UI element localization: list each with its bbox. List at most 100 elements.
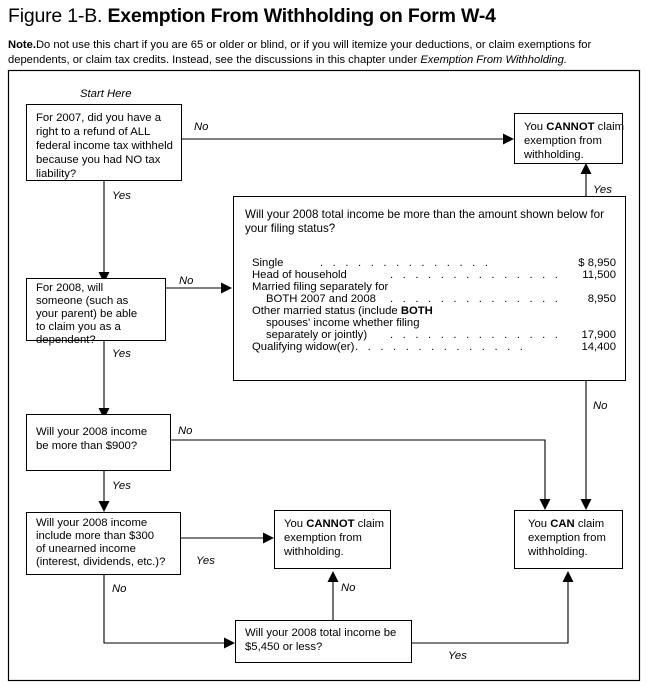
arrow-table-yes xyxy=(580,163,592,174)
arrow-table-no xyxy=(580,499,592,510)
q5-line-1: Will your 2008 total income be xyxy=(245,627,396,639)
edge-label-q4-no: No xyxy=(112,583,126,595)
table-row-amount-hoh: 11,500 xyxy=(582,269,616,281)
table-row-label-single: Single xyxy=(252,257,283,269)
table-row-label-other-married: Other married status (include BOTH xyxy=(252,305,433,317)
table-row-label-mfs: Married filing separately for xyxy=(252,281,388,293)
table-row-label-both-years: BOTH 2007 and 2008 xyxy=(266,293,376,305)
node-income-table[interactable] xyxy=(233,196,626,381)
table-row-amount-single: $ 8,950 xyxy=(578,257,616,269)
table-row-label-sep-joint: separately or jointly) xyxy=(266,329,367,341)
table-question-line-1: Will your 2008 total income be more than… xyxy=(245,208,604,221)
edge-label-q5-yes: Yes xyxy=(448,650,467,662)
node-can[interactable] xyxy=(514,510,623,569)
q4-line-4: (interest, dividends, etc.)? xyxy=(36,556,165,568)
cannot-bottom-you: You xyxy=(284,518,306,530)
start-here-label: Start Here xyxy=(80,88,131,100)
q2-line-5: dependent? xyxy=(36,334,96,346)
arrow-q4-no xyxy=(224,637,235,649)
cannot-top-line-2: exemption from xyxy=(524,135,602,147)
arrow-q3-no xyxy=(539,499,551,510)
edge-label-q3-yes: Yes xyxy=(112,480,131,492)
note-body: Do not use this chart if you are 65 or o… xyxy=(8,39,592,66)
arrow-q2-yes xyxy=(98,408,110,419)
cannot-bottom-line-2: exemption from xyxy=(284,532,362,544)
q2-line-1: For 2008, will xyxy=(36,282,103,294)
q1-line-3: federal income tax withheld xyxy=(36,140,173,152)
q4-line-1: Will your 2008 income xyxy=(36,517,147,529)
node-q1[interactable] xyxy=(26,104,182,181)
q1-line-2: right to a refund of ALL xyxy=(36,126,150,138)
figure-title: Exemption From Withholding on Form W-4 xyxy=(107,5,496,27)
table-row-amount-both-years: 8,950 xyxy=(588,293,616,305)
edge-label-q4-yes: Yes xyxy=(196,555,215,567)
node-q5[interactable] xyxy=(235,620,412,663)
table-row-dots-hoh: . . . . . . . . . . . . . . xyxy=(390,269,561,281)
cannot-top-claim: claim xyxy=(595,121,625,133)
table-row-amount-sep-joint: 17,900 xyxy=(581,329,616,341)
cannot-top-line-1: You CANNOT claim xyxy=(524,121,624,133)
q2-line-2: someone (such as xyxy=(36,295,129,307)
q2-line-4: to claim you as a xyxy=(36,321,121,333)
page-title: Figure 1-B. Exemption From Withholding o… xyxy=(8,4,496,28)
table-row-dots-widower: . . . . . . . . . . . . . . xyxy=(355,341,526,353)
q5-line-2: $5,450 or less? xyxy=(245,641,322,653)
cannot-top-you: You xyxy=(524,121,546,133)
can-emph: CAN xyxy=(550,518,574,530)
table-row-amount-widower: 14,400 xyxy=(581,341,616,353)
node-q3[interactable] xyxy=(26,414,171,471)
q1-line-4: because you had NO tax xyxy=(36,154,161,166)
note-reference: Exemption From Withholding. xyxy=(420,53,567,66)
node-q4[interactable] xyxy=(26,512,181,575)
arrow-q5-yes xyxy=(562,571,574,582)
q4-line-2: include more than $300 xyxy=(36,530,154,542)
cannot-top-emph: CANNOT xyxy=(546,121,594,133)
note-label: Note. xyxy=(8,39,36,51)
table-row-dots-sep-joint: . . . . . . . . . . . . . . xyxy=(390,329,561,341)
cannot-top-line-3: withholding. xyxy=(523,149,584,161)
edge-q5-yes xyxy=(412,577,569,644)
cannot-bottom-line-1: You CANNOT claim xyxy=(284,518,384,530)
figure-label: Figure 1-B. xyxy=(8,5,103,27)
other-married-text: Other married status (include xyxy=(252,305,401,317)
edge-label-q1-no: No xyxy=(194,121,208,133)
can-you: You xyxy=(528,518,550,530)
q2-line-3: your parent) be able xyxy=(36,308,137,320)
arrow-q1-no xyxy=(503,133,514,145)
edge-q3-no xyxy=(171,439,546,504)
table-row-label-widower: Qualifying widow(er) xyxy=(252,341,355,353)
edge-label-q1-yes: Yes xyxy=(112,190,131,202)
table-row-dots-single: . . . . . . . . . . . . . . xyxy=(320,257,491,269)
q3-line-2: be more than $900? xyxy=(36,440,137,452)
can-claim: claim xyxy=(575,518,605,530)
node-q2[interactable] xyxy=(26,278,166,341)
arrow-q5-no xyxy=(327,571,339,582)
cannot-bottom-emph: CANNOT xyxy=(306,518,354,530)
q3-line-1: Will your 2008 income xyxy=(36,426,147,438)
table-row-label-hoh: Head of household xyxy=(252,269,347,281)
can-line-2: exemption from xyxy=(528,532,606,544)
edge-label-q2-no: No xyxy=(179,275,193,287)
node-cannot-top[interactable] xyxy=(514,113,623,164)
node-cannot-bottom[interactable] xyxy=(274,510,391,569)
table-row-label-spouses: spouses' income whether filing xyxy=(266,317,420,329)
table-row-dots-both-years: . . . . . . . . . . . . . . xyxy=(390,293,561,305)
cannot-bottom-line-3: withholding. xyxy=(283,546,344,558)
edge-label-q2-yes: Yes xyxy=(112,348,131,360)
edge-label-table-yes: Yes xyxy=(593,184,612,196)
can-line-3: withholding. xyxy=(527,546,588,558)
chart-frame xyxy=(7,69,641,682)
note-paragraph: Note.Do not use this chart if you are 65… xyxy=(8,38,634,67)
can-line-1: You CAN claim xyxy=(528,518,604,530)
edge-q4-no xyxy=(103,570,229,644)
arrow-q2-no xyxy=(221,282,232,294)
edge-label-table-no: No xyxy=(593,400,607,412)
edge-label-q3-no: No xyxy=(178,425,192,437)
q1-line-1: For 2007, did you have a xyxy=(36,112,162,124)
arrow-q3-yes xyxy=(98,501,110,512)
q4-line-3: of unearned income xyxy=(36,543,136,555)
cannot-bottom-claim: claim xyxy=(355,518,385,530)
edge-label-q5-no: No xyxy=(341,582,355,594)
